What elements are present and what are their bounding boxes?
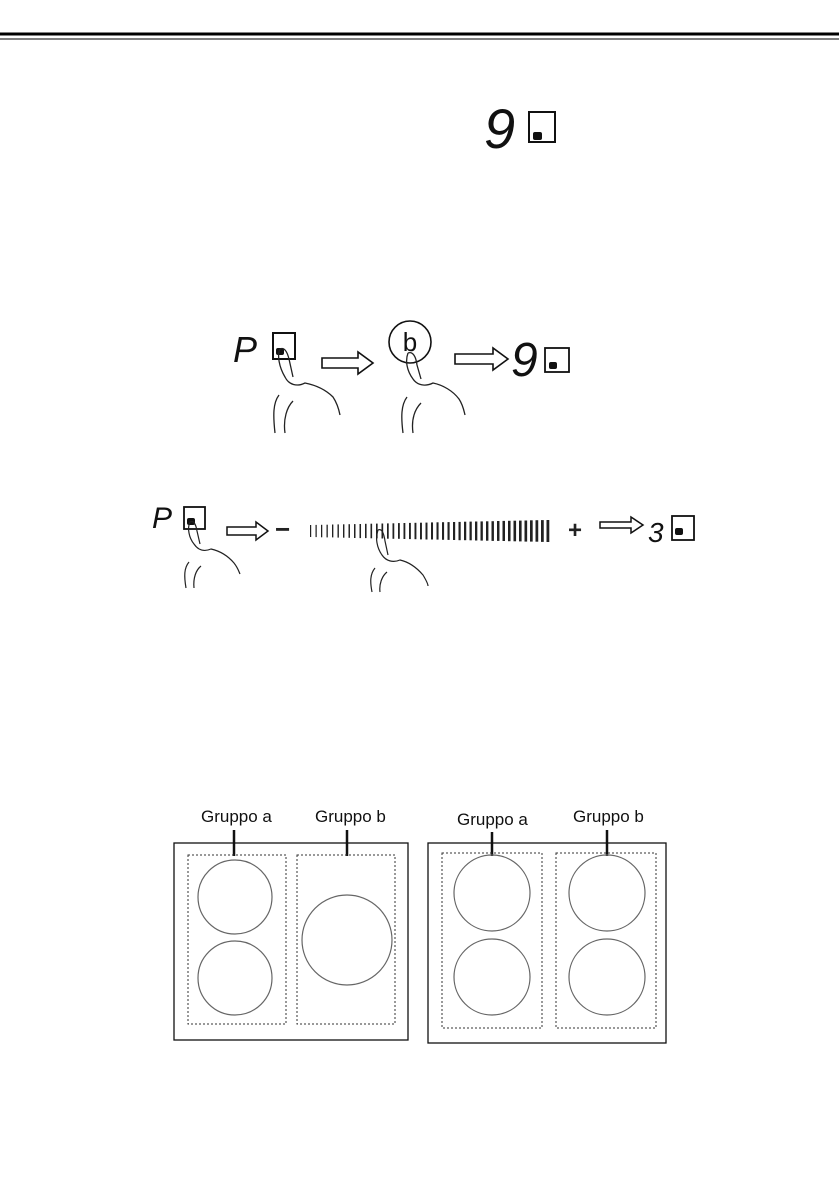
- slider-tick: [459, 522, 461, 540]
- burner-icon: [569, 855, 645, 931]
- slider-tick: [409, 523, 411, 539]
- burner-icon: [302, 895, 392, 985]
- burner-icon: [454, 855, 530, 931]
- p-display: P: [152, 502, 172, 535]
- slider-tick: [338, 524, 339, 537]
- group-a-label: Gruppo a: [201, 807, 272, 826]
- slider-tick: [508, 521, 511, 541]
- slider-tick: [525, 521, 528, 542]
- slider-tick: [349, 524, 350, 538]
- sequence-lock-diagram: P b 9: [225, 315, 595, 435]
- slider-tick: [547, 520, 550, 542]
- cooktop-left-panel: Gruppo a Gruppo b: [174, 807, 408, 1040]
- result-digit: 3: [648, 517, 664, 548]
- slider-tick: [514, 521, 517, 542]
- slider-control[interactable]: [310, 520, 549, 542]
- finger-icon: [274, 348, 340, 433]
- slider-tick: [492, 521, 494, 541]
- slider-tick: [354, 524, 356, 538]
- slider-tick: [316, 525, 317, 537]
- slider-tick: [371, 524, 373, 539]
- burner-icon: [454, 939, 530, 1015]
- arrow-icon: [322, 352, 373, 374]
- slider-tick: [404, 523, 406, 539]
- slider-tick: [448, 522, 450, 540]
- header-rule: [0, 0, 839, 40]
- slider-tick: [453, 522, 455, 540]
- zone-indicator-icon: [529, 112, 555, 142]
- slider-tick: [415, 523, 417, 539]
- slider-tick: [426, 523, 428, 540]
- slider-tick: [321, 525, 322, 538]
- group-b-label: Gruppo b: [315, 807, 386, 826]
- burner-icon: [198, 941, 272, 1015]
- cooktop-right-panel: Gruppo a Gruppo b: [428, 807, 666, 1043]
- result-digit: 9: [511, 334, 538, 387]
- group-a-label: Gruppo a: [457, 810, 528, 829]
- slider-tick: [519, 521, 522, 542]
- slider-tick: [360, 524, 362, 538]
- slider-tick: [437, 522, 439, 539]
- arrow-icon: [455, 348, 508, 370]
- slider-tick: [365, 524, 367, 538]
- cooktop-groups-diagram: Gruppo a Gruppo b Gruppo a Gruppo b: [170, 800, 670, 1050]
- slider-tick: [442, 522, 444, 540]
- slider-tick: [343, 524, 344, 537]
- sequence-power-slider-diagram: P − + 3: [148, 500, 708, 595]
- zone-indicator-icon: [184, 507, 205, 529]
- display-digit: 9: [484, 100, 515, 160]
- slider-tick: [327, 525, 328, 538]
- slider-tick: [470, 522, 472, 541]
- slider-tick: [536, 520, 539, 542]
- slider-tick: [398, 523, 400, 539]
- slider-tick: [497, 521, 499, 541]
- finger-icon: [371, 530, 428, 592]
- plus-sign: +: [568, 517, 582, 544]
- slider-tick: [530, 520, 533, 541]
- zone-indicator-icon: [672, 516, 694, 540]
- slider-tick: [464, 522, 466, 541]
- burner-icon: [198, 860, 272, 934]
- zone-indicator-icon: [545, 348, 569, 372]
- slider-tick: [541, 520, 544, 542]
- slider-tick: [503, 521, 506, 541]
- arrow-icon: [600, 517, 643, 533]
- group-b-label: Gruppo b: [573, 807, 644, 826]
- top-display: 9: [480, 100, 570, 160]
- power-key-icon: b: [389, 321, 431, 363]
- slider-tick: [431, 522, 433, 539]
- slider-tick: [387, 523, 389, 538]
- slider-tick: [486, 521, 488, 540]
- p-display: P: [233, 329, 257, 370]
- burner-icon: [569, 939, 645, 1015]
- slider-tick: [481, 521, 483, 540]
- slider-tick: [393, 523, 395, 539]
- slider-tick: [332, 525, 333, 538]
- zone-indicator-icon: [273, 333, 295, 359]
- slider-tick: [310, 525, 311, 537]
- slider-tick: [475, 522, 477, 541]
- slider-tick: [420, 523, 422, 540]
- arrow-icon: [227, 522, 268, 540]
- minus-sign: −: [275, 514, 290, 544]
- finger-icon: [185, 522, 240, 588]
